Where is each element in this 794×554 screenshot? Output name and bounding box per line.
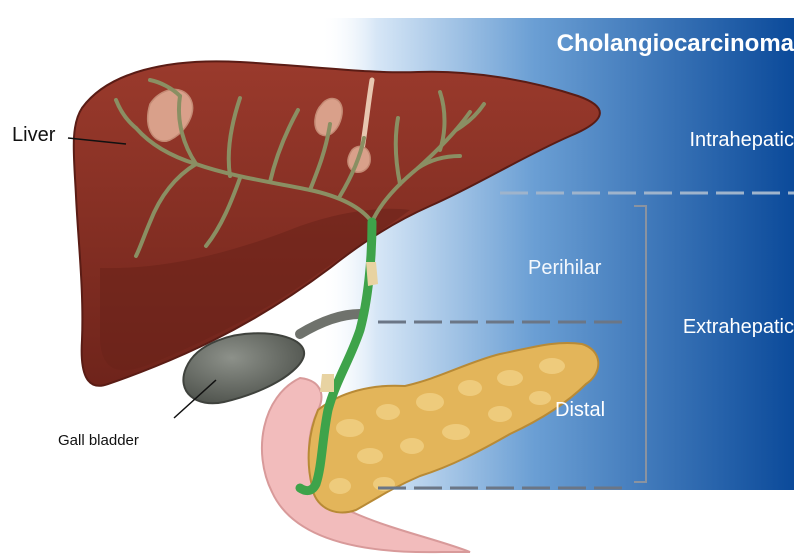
label-gall-bladder: Gall bladder	[58, 432, 139, 449]
label-extrahepatic: Extrahepatic	[683, 316, 794, 339]
label-intrahepatic: Intrahepatic	[689, 129, 794, 152]
label-perihilar: Perihilar	[528, 257, 601, 280]
label-distal: Distal	[555, 399, 605, 422]
label-liver: Liver	[12, 124, 55, 147]
diagram-title: Cholangiocarcinoma	[557, 30, 794, 58]
bile-duct-tumor-distal	[320, 374, 334, 392]
bile-duct-tumor-perihilar	[366, 262, 378, 286]
